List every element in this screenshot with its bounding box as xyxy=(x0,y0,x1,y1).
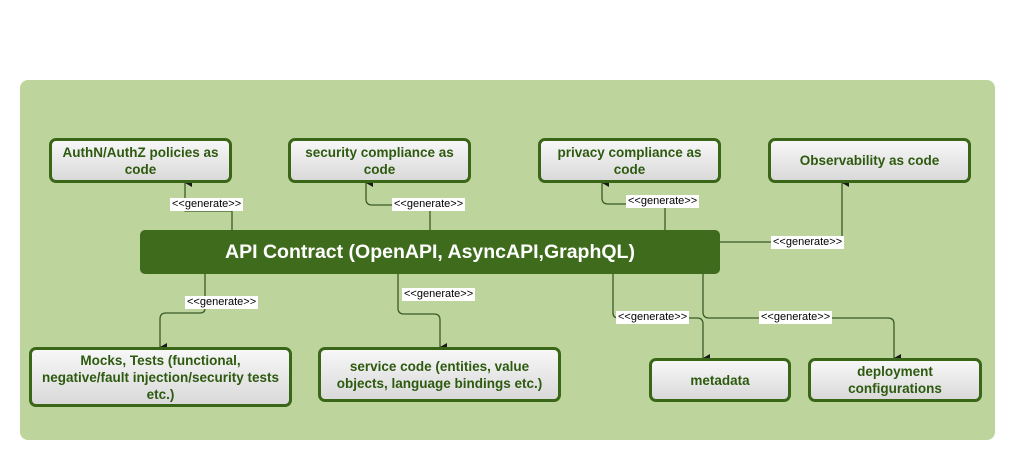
edge-label-mocks: <<generate>> xyxy=(185,296,259,309)
node-deployment-configurations[interactable]: deployment configurations xyxy=(808,358,982,402)
edge-label-service: <<generate>> xyxy=(402,288,476,301)
node-api-contract[interactable]: API Contract (OpenAPI, AsyncAPI,GraphQL) xyxy=(140,230,720,274)
edge-label-metadata: <<generate>> xyxy=(616,311,690,324)
node-privacy-compliance[interactable]: privacy compliance as code xyxy=(538,138,721,183)
node-authz-policies[interactable]: AuthN/AuthZ policies as code xyxy=(49,138,232,183)
edge-label-security: <<generate>> xyxy=(392,198,466,211)
edge-main-authz xyxy=(184,179,233,230)
edge-main-service xyxy=(397,274,447,351)
node-observability[interactable]: Observability as code xyxy=(768,138,971,183)
node-security-compliance[interactable]: security compliance as code xyxy=(288,138,471,183)
edge-main-mocks xyxy=(159,274,206,351)
edge-label-deployment: <<generate>> xyxy=(759,311,833,324)
node-service-code[interactable]: service code (entities, value objects, l… xyxy=(318,347,561,402)
edge-main-security xyxy=(365,179,431,230)
edge-main-observability xyxy=(720,179,849,243)
edge-label-authz: <<generate>> xyxy=(170,198,244,211)
edge-main-privacy xyxy=(601,179,666,230)
node-mocks-tests[interactable]: Mocks, Tests (functional, negative/fault… xyxy=(29,347,292,407)
node-metadata[interactable]: metadata xyxy=(649,358,791,402)
edge-label-privacy: <<generate>> xyxy=(626,195,700,208)
edge-label-observability: <<generate>> xyxy=(771,236,845,249)
